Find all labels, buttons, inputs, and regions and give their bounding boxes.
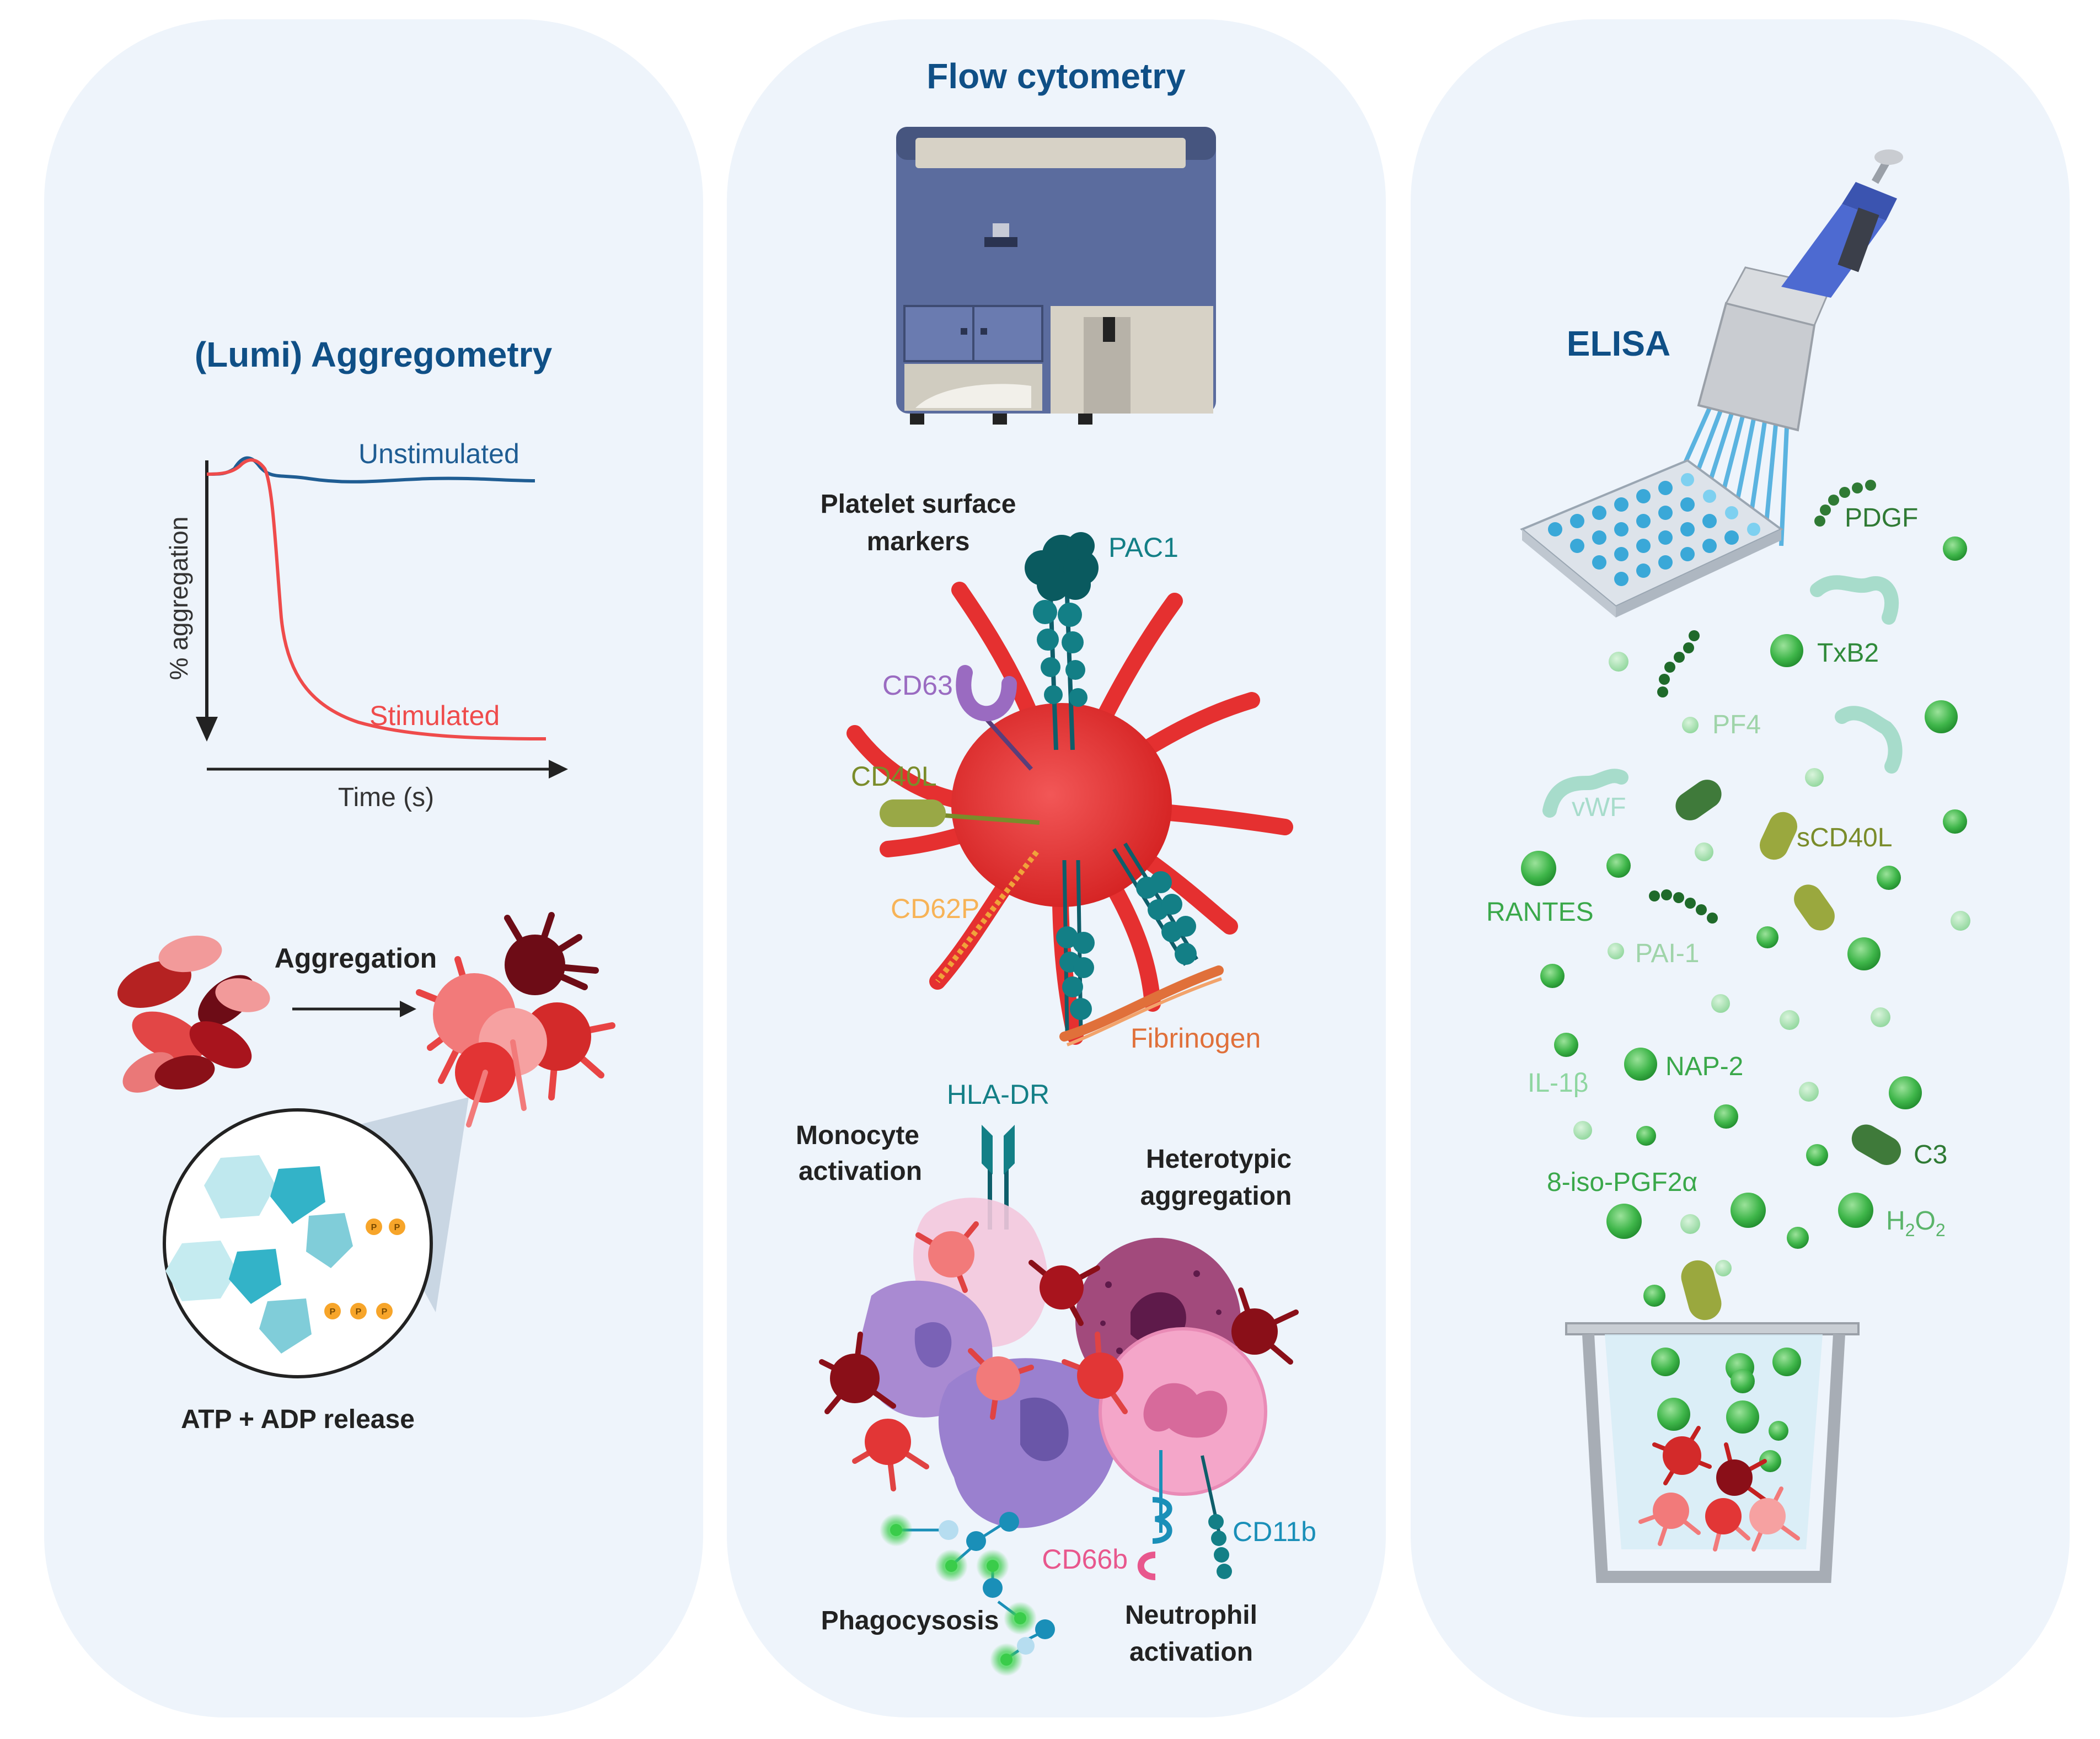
hla-dr-label: HLA-DR [947,1079,1049,1110]
c3-label: C3 [1914,1140,1947,1169]
scd40l-label: sCD40L [1797,823,1892,852]
stimulated-label: Stimulated [369,700,500,731]
cd66b-label: CD66b [1042,1544,1128,1575]
pf4-label: PF4 [1712,710,1761,739]
platelet-aggregate-icon [416,912,615,1128]
cd63-receptor-icon [956,665,1033,771]
phosphate-p4: P [356,1307,362,1317]
vwf-label: vWF [1572,793,1626,822]
phosphate-p1: P [371,1223,377,1232]
cd40l-receptor-icon [880,799,1040,827]
x-axis-arrow [549,760,568,779]
cd63-label: CD63 [882,670,953,701]
phosphate-p3: P [330,1307,336,1317]
integrin-fibrinogen-icon [1056,842,1224,1046]
phosphate-p5: P [382,1307,388,1317]
heterotypic-label-1: Heterotypic [1146,1145,1292,1174]
heterotypic-label-2: aggregation [1140,1182,1292,1211]
y-axis-label: % aggregation [164,517,193,680]
well-plate-icon [1520,459,1783,618]
aggregation-arrowhead [400,1001,416,1017]
aggregation-chart: % aggregation Time (s) Unstimulated Stim… [164,438,568,812]
cd62p-label: CD62P [891,893,979,924]
release-label: ATP + ADP release [181,1405,415,1434]
il1b-label: IL-1β [1528,1069,1588,1098]
surface-markers-label-1: Platelet surface [821,490,1016,519]
txb2-label: TxB2 [1817,638,1879,668]
surface-markers-label-2: markers [867,527,970,556]
pdgf-label: PDGF [1845,503,1918,533]
h2o2-label: H2O2 [1886,1206,1946,1240]
pai1-label: PAI-1 [1635,939,1699,968]
isopgf-label: 8-iso-PGF2α [1547,1168,1697,1197]
phagocytosis-label: Phagocysosis [821,1606,999,1635]
aggregometry-title: (Lumi) Aggregometry [195,335,553,374]
flow-cytometer-icon [896,127,1216,425]
cd40l-label: CD40L [851,761,937,792]
monocyte-label-1: Monocyte [796,1121,919,1150]
y-axis-arrow [196,717,218,742]
pac1-label: PAC1 [1108,532,1178,563]
elisa-title: ELISA [1567,324,1670,363]
neutrophil-label-1: Neutrophil [1125,1601,1257,1630]
flow-title: Flow cytometry [926,56,1186,96]
stimulated-curve [206,458,547,740]
aggregation-label: Aggregation [275,943,437,974]
monocyte-label-2: activation [799,1157,922,1186]
panel-aggregometry [44,19,703,1717]
phagocytosis-beads-icon [880,1512,1055,1676]
x-axis-label: Time (s) [338,783,434,812]
phosphate-p2: P [394,1223,400,1232]
pac1-receptor-icon [1025,532,1099,750]
red-blood-cells-icon [117,935,270,1093]
nap2-label: NAP-2 [1665,1052,1743,1081]
phosphate-groups-icon: P P P P P [324,1219,405,1319]
rantes-label: RANTES [1486,898,1594,927]
panel-elisa [1411,19,2070,1717]
fibrinogen-label: Fibrinogen [1131,1023,1261,1054]
transwell-cup-icon [1565,1322,1860,1583]
leukocyte-aggregate-icon [819,1198,1299,1580]
cd62p-receptor-icon [935,850,1039,984]
neutrophil-label-2: activation [1129,1638,1253,1667]
analyte-molecules-icon [1521,480,1970,1321]
granule-contents-icon [165,1155,353,1354]
cd11b-label: CD11b [1233,1516,1316,1547]
unstimulated-label: Unstimulated [358,438,519,469]
